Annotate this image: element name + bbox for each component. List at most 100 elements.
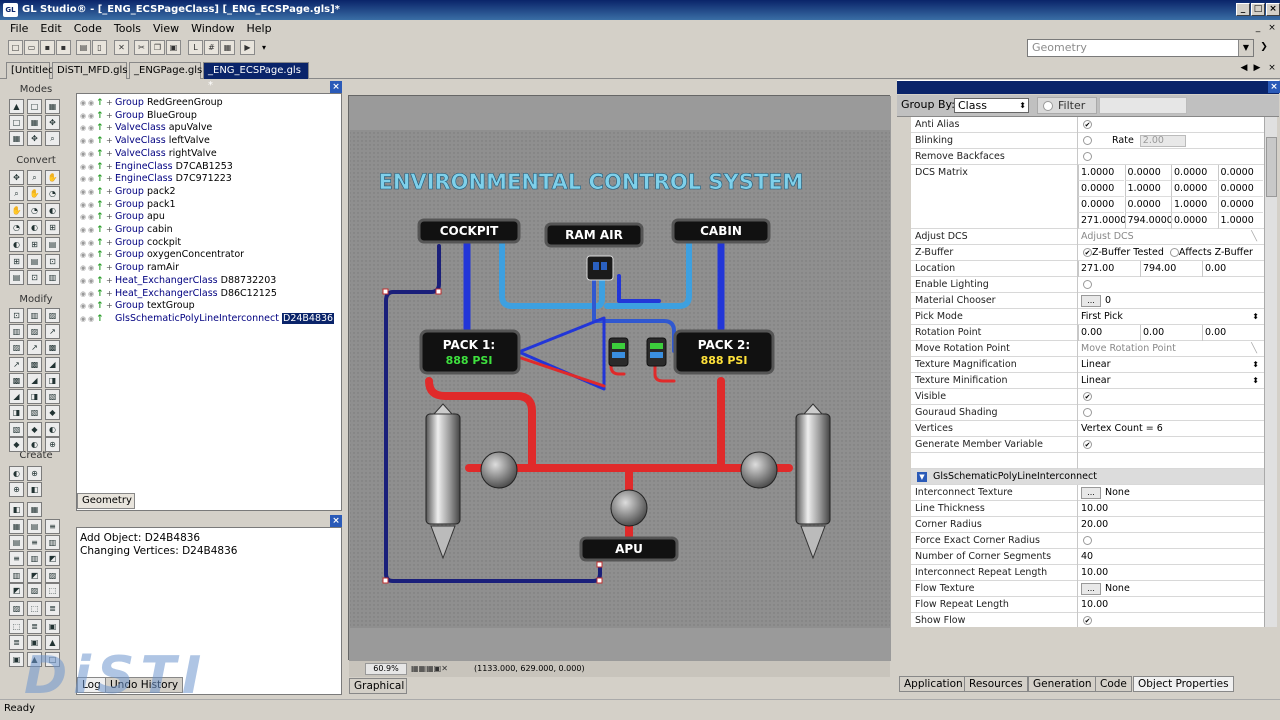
tool-icon[interactable]: ▲ [27,652,42,667]
checkbox[interactable]: ✔ [1083,616,1092,625]
lock-icon[interactable]: ◉ [88,200,95,209]
tree-item[interactable]: ◉◉↑GlsSchematicPolyLineInterconnect D24B… [80,312,335,326]
tool-icon[interactable]: □ [45,652,60,667]
properties-close-icon[interactable]: × [1268,81,1280,93]
tool-icon[interactable]: ✋ [45,170,60,185]
pin-icon[interactable]: ↑ [96,288,104,299]
checkbox[interactable] [1083,536,1092,545]
tool-icon[interactable]: ≣ [27,619,42,634]
tab-eng-page[interactable]: _ENGPage.gls [129,62,202,79]
tab-code[interactable]: Code [1095,676,1132,692]
expand-icon[interactable]: + [106,212,113,222]
matrix-cell[interactable]: 1.0000 [1124,181,1171,197]
expand-icon[interactable]: + [106,263,113,273]
tab-graphical[interactable]: Graphical [349,678,407,694]
tab-resources[interactable]: Resources [964,676,1028,692]
property-value[interactable]: First Pick⬍ [1077,309,1263,325]
tree-item[interactable]: ◉◉↑+Heat_ExchangerClass D88732203 [80,275,276,288]
tool-icon[interactable]: ◐ [27,220,42,235]
eye-icon[interactable]: ◉ [80,314,87,323]
tool-icon[interactable]: ◐ [45,422,60,437]
log-icon[interactable]: L [188,40,203,55]
valve-right-red[interactable] [653,349,676,383]
tool-icon[interactable]: ▨ [27,583,42,598]
pin-icon[interactable]: ↑ [96,123,104,134]
toolbar-overflow-icon[interactable]: ❯ [1258,41,1270,54]
eye-icon[interactable]: ◉ [80,137,87,146]
filter-toggle[interactable]: Filter [1037,97,1097,114]
save-icon[interactable]: ▪ [40,40,55,55]
tree-item[interactable]: ◉◉↑+Group cabin [80,224,173,237]
tool-icon[interactable]: ▩ [9,373,24,388]
tree-item[interactable]: ◉◉↑+Group oxygenConcentrator [80,249,244,262]
tool-icon[interactable]: ▧ [45,389,60,404]
checkbox[interactable]: ✔ [1083,440,1092,449]
property-value[interactable]: 40 [1077,549,1263,565]
delete-icon[interactable]: ✕ [114,40,129,55]
pin-icon[interactable]: ↑ [96,250,104,261]
eye-icon[interactable]: ◉ [80,289,87,298]
lock-icon[interactable]: ◉ [88,111,95,120]
pin-icon[interactable]: ↑ [96,148,104,159]
tool-icon[interactable]: ✥ [9,170,24,185]
tool-icon[interactable]: ⌕ [45,131,60,146]
selection-handles[interactable] [382,288,603,584]
hot-line-left[interactable] [425,377,536,472]
tool-icon[interactable]: ▦ [9,131,24,146]
eye-icon[interactable]: ◉ [80,99,87,107]
ram-air-box[interactable]: RAM AIR [544,222,644,248]
matrix-cell[interactable]: 1.0000 [1078,165,1124,181]
menu-file[interactable]: File [10,22,29,35]
property-value[interactable]: ✔ [1077,389,1263,405]
close-button[interactable]: × [1266,3,1280,16]
canvas-tool-icons[interactable]: ▦▦▦▣✕ [411,664,448,673]
tool-icon[interactable]: ▨ [45,308,60,323]
print-icon[interactable]: ▤ [76,40,91,55]
tab-close-icon[interactable]: × [1268,63,1276,73]
tree-item[interactable]: ◉◉↑+Group cockpit [80,237,181,250]
tree-item[interactable]: ◉◉↑+Group BlueGroup [80,110,197,123]
eye-icon[interactable]: ◉ [80,264,87,273]
tool-icon[interactable]: ≣ [9,635,24,650]
filter-input[interactable] [1099,97,1187,114]
pack2-box[interactable]: PACK 2: 888 PSI [673,329,775,375]
pin-icon[interactable]: ↑ [96,301,104,312]
tool-icon[interactable]: ⬚ [9,619,24,634]
property-value[interactable]: Linear⬍ [1077,373,1263,389]
tree-item[interactable]: ◉◉↑+Heat_ExchangerClass D86C12125 [80,288,277,301]
tool-icon[interactable]: ⊞ [45,220,60,235]
eye-icon[interactable]: ◉ [80,302,87,311]
rate-input[interactable]: 2.00 [1139,134,1186,147]
property-value[interactable] [1077,533,1263,549]
pin-icon[interactable]: ↑ [96,186,104,197]
matrix-cell[interactable]: 0.0000 [1078,197,1124,213]
tab-scroll-right-icon[interactable]: ▶ [1253,63,1261,73]
expand-icon[interactable]: + [106,237,113,247]
tool-icon[interactable]: ◨ [27,389,42,404]
tool-icon[interactable]: ◆ [9,437,24,452]
tool-icon[interactable]: ↗ [45,324,60,339]
tree-item[interactable]: ◉◉↑+Group textGroup [80,300,195,313]
pack1-box[interactable]: PACK 1: 888 PSI [419,329,521,375]
cold-line-ram-b[interactable] [617,274,661,303]
vector-cell[interactable]: 0.00 [1078,325,1140,341]
group-by-select[interactable]: Class ⬍ [954,98,1029,113]
tool-icon[interactable]: ◨ [45,373,60,388]
property-value[interactable]: ...None [1077,485,1263,501]
eye-icon[interactable]: ◉ [80,187,87,196]
graphical-canvas[interactable]: ENVIRONMENTAL CONTROL SYSTEM [348,95,891,661]
tool-icon[interactable]: ⬚ [45,583,60,598]
tool-icon[interactable]: ◢ [27,373,42,388]
engine-right[interactable] [795,403,831,560]
tab-application[interactable]: Application [899,676,968,692]
tool-icon[interactable]: ◐ [27,437,42,452]
lock-icon[interactable]: ◉ [88,137,95,146]
pin-icon[interactable]: ↑ [96,225,104,235]
paste-icon[interactable]: ▣ [166,40,181,55]
tree-close-icon[interactable]: × [330,81,342,93]
new-file-icon[interactable]: □ [8,40,23,55]
